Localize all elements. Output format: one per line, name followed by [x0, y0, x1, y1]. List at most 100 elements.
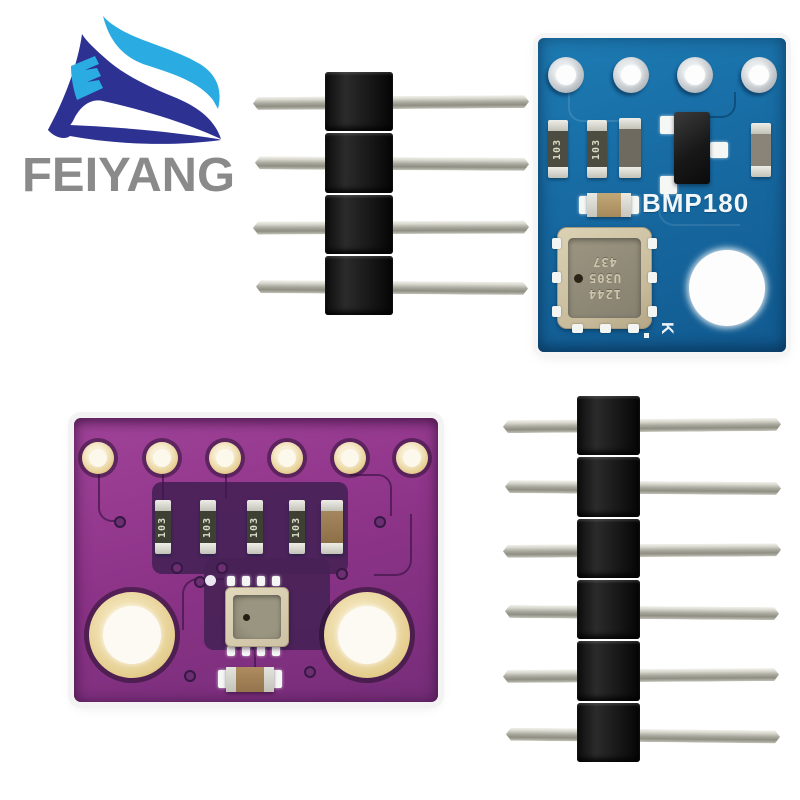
- flag-logo-icon: [48, 16, 221, 144]
- mounting-hole: [324, 592, 410, 678]
- solder-pad: [272, 646, 280, 656]
- solder-pad: [272, 576, 280, 586]
- resistor-label: 103: [202, 516, 214, 538]
- pth-hole: [82, 442, 114, 474]
- hole-opening: [216, 449, 234, 467]
- header-body-segment: [577, 457, 640, 517]
- hole-opening: [89, 449, 107, 467]
- resistor-terminal: [155, 500, 171, 511]
- mounting-hole: [689, 250, 765, 326]
- header-body-segment: [577, 518, 640, 578]
- resistor-terminal: [548, 120, 568, 131]
- pcb-trace: [98, 474, 126, 522]
- chip-cavity: [233, 595, 281, 639]
- header-pin: [505, 605, 779, 620]
- solder-pad: [227, 646, 235, 656]
- solder-pad: [660, 176, 677, 194]
- silkscreen-dot: [644, 333, 649, 338]
- capacitor-terminal: [621, 193, 631, 217]
- resistor-terminal: [289, 543, 305, 554]
- smd-capacitor: [587, 193, 631, 217]
- pth-hole: [613, 57, 649, 93]
- chip-pin-bump: [552, 306, 561, 317]
- solder-pad: [257, 576, 265, 586]
- pin-header-6pin: [503, 394, 781, 766]
- chip-pin-bump: [648, 272, 657, 283]
- header-plastic-body: [577, 396, 640, 762]
- pth-hole: [334, 442, 366, 474]
- solder-pad: [242, 646, 250, 656]
- pth-hole: [146, 442, 178, 474]
- chip-marking-line: U305: [588, 271, 621, 286]
- solder-pad: [272, 670, 282, 688]
- header-pin: [505, 480, 781, 495]
- hole-opening: [338, 606, 396, 664]
- resistor-terminal: [289, 500, 305, 511]
- resistor-terminal: [751, 166, 771, 177]
- sot23-transistor: [674, 112, 710, 184]
- pin-header-4pin: [253, 70, 529, 318]
- via-dot: [114, 516, 126, 528]
- header-body-segment: [325, 255, 393, 315]
- resistor-terminal: [247, 543, 263, 554]
- via-dot: [374, 516, 386, 528]
- solder-pad: [579, 196, 589, 214]
- solder-pad: [218, 670, 228, 688]
- silkscreen-mark: K: [658, 322, 677, 335]
- solder-pad: [660, 116, 677, 134]
- chip-pin-bump: [572, 324, 583, 333]
- pth-hole: [209, 442, 241, 474]
- chip-pin-bump: [552, 272, 561, 283]
- solder-pad: [257, 646, 265, 656]
- smd-resistor: 103: [548, 120, 568, 178]
- via-dot: [184, 670, 196, 682]
- chip-vent-dot: [574, 274, 583, 283]
- pcb-trace: [350, 474, 392, 516]
- pcb-trace: [658, 198, 740, 226]
- bmp180-sensor-board: 103 103: [538, 38, 786, 352]
- hole-opening: [556, 65, 576, 85]
- via-dot: [216, 562, 228, 574]
- resistor-terminal: [200, 543, 216, 554]
- header-pin: [503, 668, 779, 683]
- pcb-trace: [374, 514, 412, 576]
- resistor-terminal: [587, 167, 607, 178]
- via-dot: [194, 576, 206, 588]
- chip-pin-bump: [600, 324, 611, 333]
- hole-opening: [341, 449, 359, 467]
- resistor-terminal: [587, 120, 607, 131]
- fiducial-dot: [205, 575, 216, 586]
- hole-opening: [685, 65, 705, 85]
- smd-capacitor: [619, 118, 641, 178]
- resistor-label: 103: [591, 138, 603, 160]
- pressure-sensor-chip: [225, 587, 289, 647]
- pth-hole: [741, 57, 777, 93]
- chip-vent-dot: [243, 614, 250, 621]
- via-dot: [336, 568, 348, 580]
- solder-pad: [242, 576, 250, 586]
- resistor-label: 103: [291, 516, 303, 538]
- capacitor-terminal: [619, 118, 641, 129]
- chip-pin-bump: [552, 238, 561, 249]
- smd-resistor: 103: [155, 500, 171, 554]
- pcb-trace: [162, 474, 164, 500]
- hole-opening: [621, 65, 641, 85]
- header-pin: [503, 418, 781, 433]
- resistor-label: 103: [157, 516, 169, 538]
- capacitor-terminal: [321, 500, 343, 511]
- capacitor-terminal: [264, 667, 274, 692]
- resistor-terminal: [247, 500, 263, 511]
- smd-resistor: 103: [587, 120, 607, 178]
- mounting-hole: [89, 592, 175, 678]
- resistor-terminal: [751, 123, 771, 134]
- smd-resistor: 103: [200, 500, 216, 554]
- hole-opening: [749, 65, 769, 85]
- smd-resistor: 103: [247, 500, 263, 554]
- hole-opening: [103, 606, 161, 664]
- solder-pad: [710, 142, 728, 158]
- pth-hole: [677, 57, 713, 93]
- smd-resistor: [751, 123, 771, 177]
- resistor-label: 103: [249, 516, 261, 538]
- header-pin: [503, 543, 781, 557]
